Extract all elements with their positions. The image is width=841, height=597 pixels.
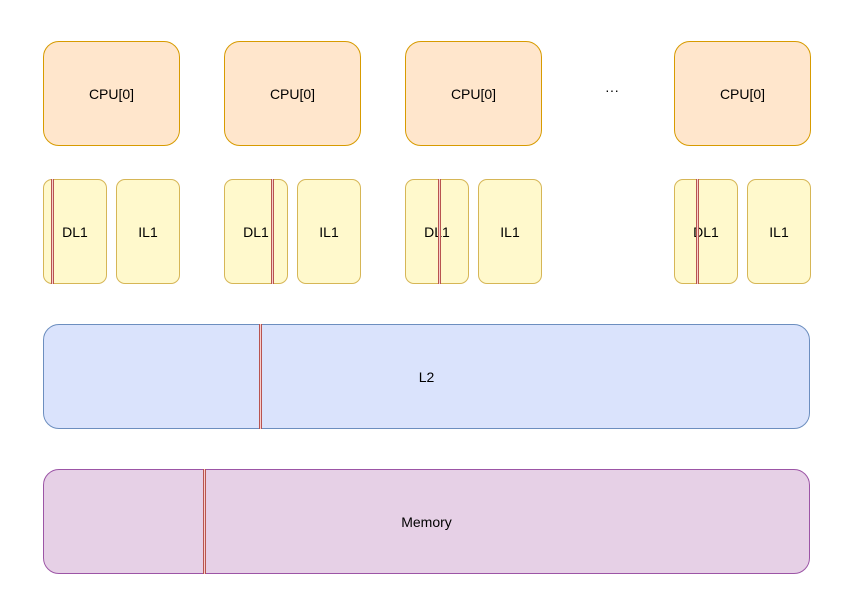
ellipsis: ··· xyxy=(605,82,619,98)
cpu-label-2: CPU[0] xyxy=(269,85,316,102)
il1-label-2: IL1 xyxy=(319,223,339,240)
dl1-label-1: DL1 xyxy=(62,223,88,240)
cpu-block-3: CPU[0] xyxy=(405,41,542,146)
il1-label-4: IL1 xyxy=(769,223,789,240)
dl1-label-3: DL1 xyxy=(424,223,450,240)
il1-cache-2: IL1 xyxy=(297,179,361,284)
dl1-cache-4: DL1 xyxy=(674,179,738,284)
cpu-label-1: CPU[0] xyxy=(88,85,135,102)
l2-cache: L2 xyxy=(43,324,810,429)
il1-cache-3: IL1 xyxy=(478,179,542,284)
il1-label-1: IL1 xyxy=(138,223,158,240)
dl1-label-2: DL1 xyxy=(243,223,269,240)
cpu-label-3: CPU[0] xyxy=(450,85,497,102)
memory-block: Memory xyxy=(43,469,810,574)
il1-cache-1: IL1 xyxy=(116,179,180,284)
dl1-line-marker-4 xyxy=(696,179,699,284)
dl1-line-marker-1 xyxy=(51,179,54,284)
dl1-cache-2: DL1 xyxy=(224,179,288,284)
dl1-line-marker-2 xyxy=(271,179,274,284)
memory-line-marker xyxy=(203,469,206,574)
il1-label-3: IL1 xyxy=(500,223,520,240)
memory-label: Memory xyxy=(401,513,452,530)
dl1-line-marker-3 xyxy=(438,179,441,284)
dl1-label-4: DL1 xyxy=(693,223,719,240)
l2-line-marker xyxy=(259,324,262,429)
cpu-block-1: CPU[0] xyxy=(43,41,180,146)
il1-cache-4: IL1 xyxy=(747,179,811,284)
cpu-label-4: CPU[0] xyxy=(719,85,766,102)
cpu-block-2: CPU[0] xyxy=(224,41,361,146)
dl1-cache-3: DL1 xyxy=(405,179,469,284)
l2-label: L2 xyxy=(418,368,435,385)
cpu-block-4: CPU[0] xyxy=(674,41,811,146)
